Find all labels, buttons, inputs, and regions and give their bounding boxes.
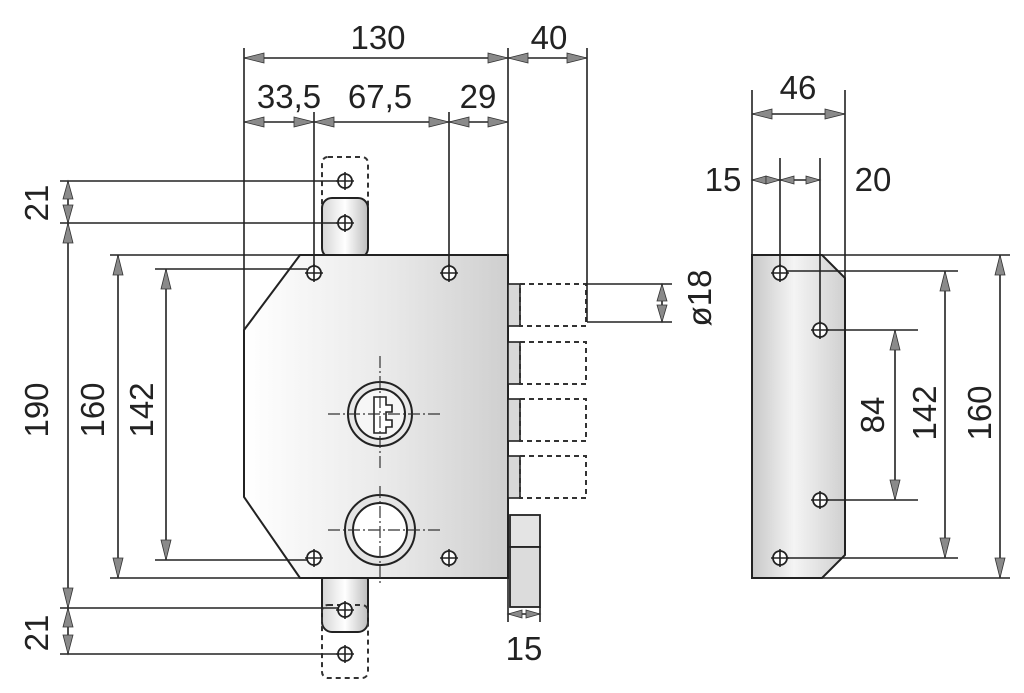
bolt-stub [507,283,521,327]
bolt-stub [507,341,521,385]
side-view: 46 15 20 84 142 160 [705,69,1010,579]
dim-label-33-5: 33,5 [257,78,321,115]
dim-label-21-top: 21 [18,185,55,222]
dim-label-142-side: 142 [906,385,943,440]
dim-label-142-front: 142 [123,382,160,437]
bolt-stub [507,455,521,499]
bolt-stub [507,398,521,442]
dim-label-15-side: 15 [705,161,742,198]
dim-label-21-bottom: 21 [18,615,55,652]
latch-block [509,514,541,548]
screw-hole-icon [305,264,323,282]
dim-label-diameter-18: ø18 [681,270,718,327]
keyway-icon [373,396,393,434]
dim-label-20-side: 20 [855,161,892,198]
screw-hole-icon [336,214,354,232]
dim-label-15-latch: 15 [506,630,543,667]
screw-hole-icon [440,264,458,282]
dim-label-130: 130 [350,19,405,56]
dim-label-40: 40 [531,19,568,56]
dim-label-190: 190 [18,382,55,437]
dim-label-84: 84 [854,397,891,434]
bolt-extended-dashed [519,341,587,385]
lower-dashed-tab [321,604,369,679]
screw-hole-icon [336,645,354,663]
latch-tongue [509,546,541,608]
dim-label-67-5: 67,5 [348,78,412,115]
screw-hole-icon [336,172,354,190]
bolt-extended-dashed [519,398,587,442]
dim-label-160-side: 160 [961,385,998,440]
screw-hole-icon [771,264,789,282]
screw-hole-icon [305,549,323,567]
front-view: 130 40 33,5 67,5 29 21 190 160 142 21 ø1… [18,19,718,679]
bolt-extended-dashed [519,455,587,499]
screw-hole-icon [811,491,829,509]
dim-label-29: 29 [460,78,497,115]
side-plate [751,254,846,579]
dim-label-160-front: 160 [74,382,111,437]
dim-label-46: 46 [780,69,817,106]
screw-hole-icon [440,549,458,567]
bolt-extended-dashed [519,283,587,327]
screw-hole-icon [771,549,789,567]
screw-hole-icon [336,601,354,619]
